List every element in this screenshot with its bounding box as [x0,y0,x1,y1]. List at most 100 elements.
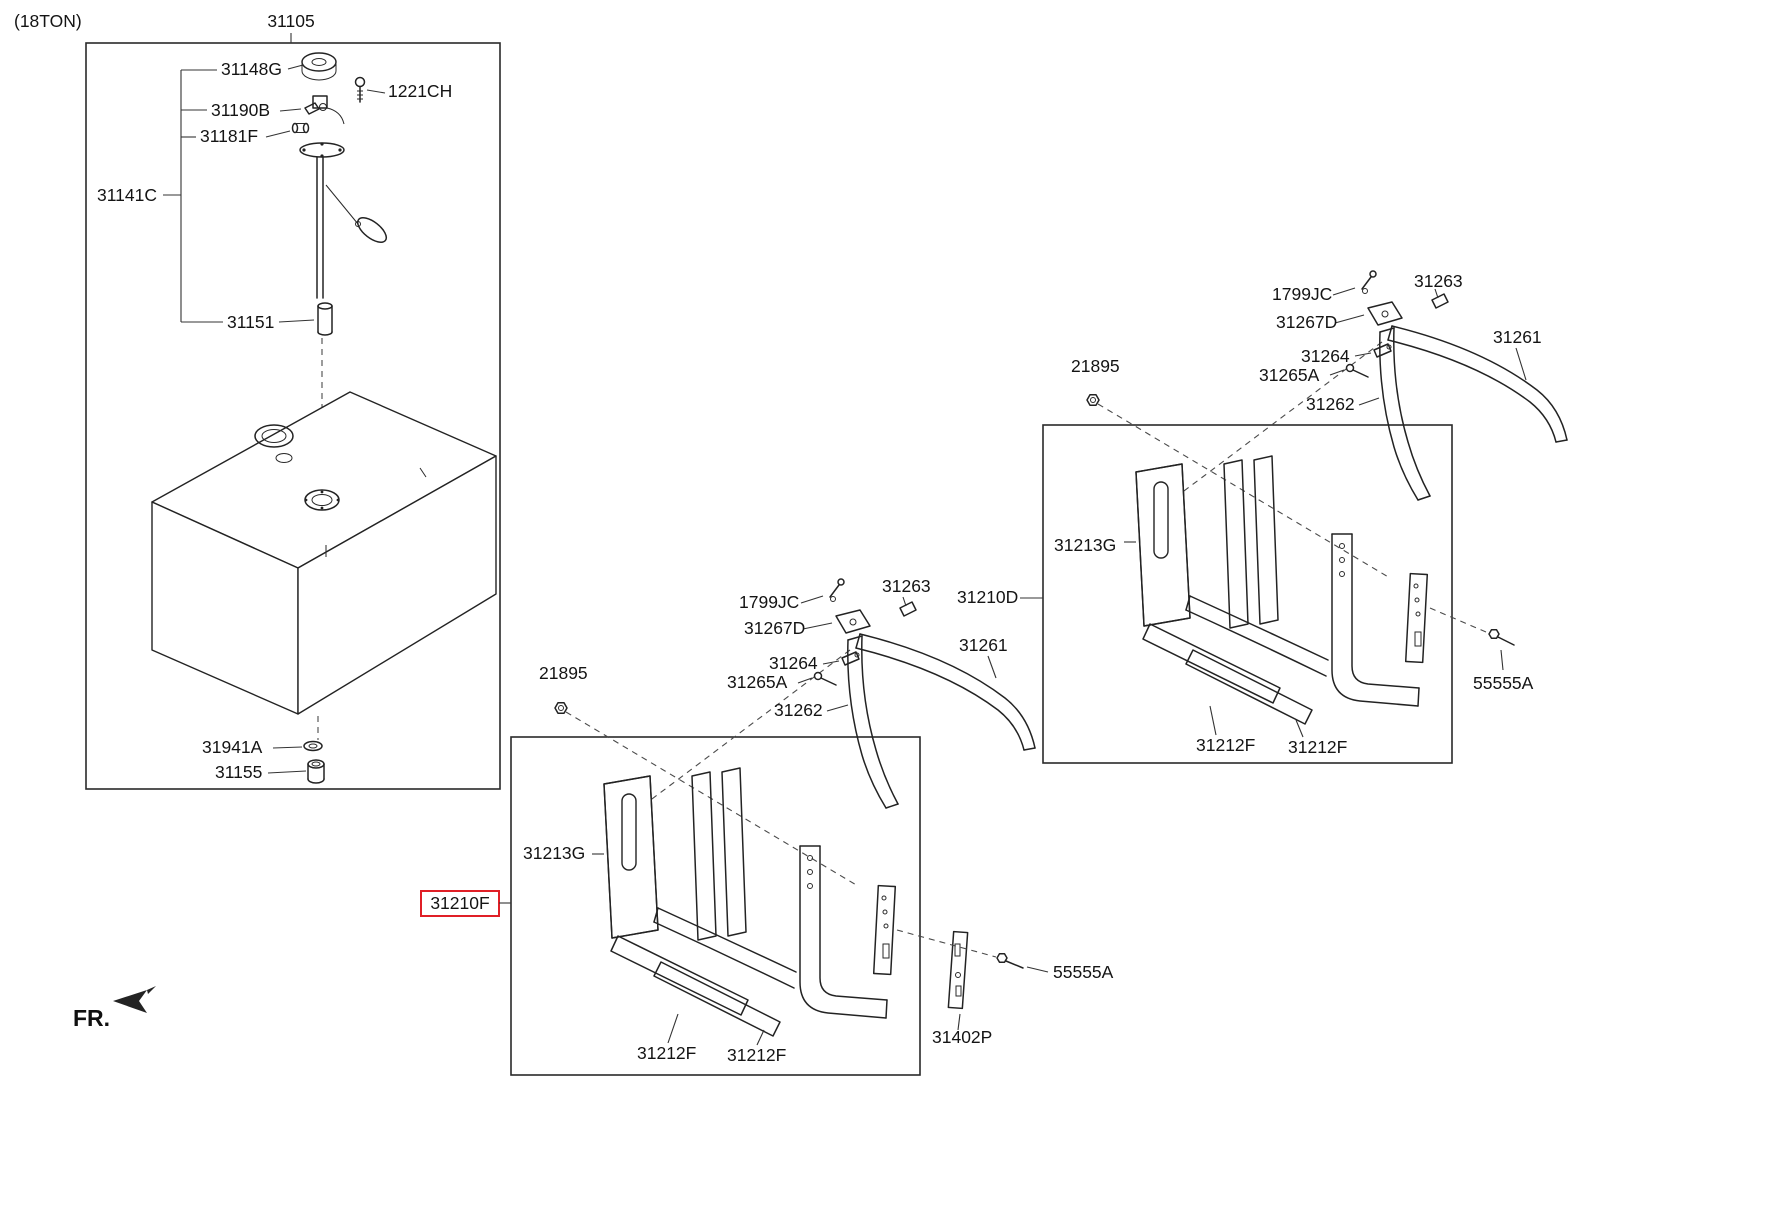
part-label-31155[interactable]: 31155 [215,762,262,782]
leader-55555a-mid [1026,966,1049,973]
leader-31155 [267,770,307,774]
part-label-31212f-mid2[interactable]: 31212F [727,1045,786,1065]
leader-31212f-mid1 [667,1013,679,1044]
leader-31212f-right1 [1209,705,1217,736]
part-label-31181f[interactable]: 31181F [200,126,258,146]
strap-assembly-31210d-group [1020,270,1568,764]
part-label-31213g-mid[interactable]: 31213G [523,843,585,863]
part-label-31262-right[interactable]: 31262 [1306,394,1355,414]
part-label-31210f[interactable]: 31210F [430,893,489,913]
leader-31267d-mid [802,622,833,630]
leader-31267d-right [1334,314,1365,324]
part-label-31190b[interactable]: 31190B [211,100,270,120]
label-bracket-31141c [163,69,223,323]
strap-rear-drawing-mid [691,767,747,941]
bolt-55555a-drawing-mid [996,952,1024,969]
end-bracket-drawing-mid [872,884,897,976]
part-label-31264-right[interactable]: 31264 [1301,346,1350,366]
variant-label: (18TON) [14,11,82,31]
part-label-31941a[interactable]: 31941A [202,737,263,757]
leader-31151 [278,319,315,323]
fuel-sender-drawing [299,95,388,299]
axis-bolt-mid [896,929,997,958]
plug-31155-drawing [307,759,325,784]
part-label-31261-mid[interactable]: 31261 [959,635,1008,655]
part-label-31105[interactable]: 31105 [267,11,314,31]
band-31261-drawing-right [1387,325,1568,443]
leader-31261-mid [987,655,997,679]
part-label-31141c[interactable]: 31141C [97,185,157,205]
part-label-31210d[interactable]: 31210D [957,587,1018,607]
leader-1799jc-right [1332,287,1356,296]
filler-cap-drawing [301,52,337,81]
band-31261-drawing-mid [855,633,1036,751]
leader-31262-right [1358,397,1380,406]
band-31262-drawing-right [1379,327,1431,501]
leader-31190b [279,108,302,112]
leader-31212f-mid2 [756,1029,765,1046]
j-band-drawing-mid [799,845,888,1019]
j-band-drawing-right [1331,533,1420,707]
part-label-31213g-right[interactable]: 31213G [1054,535,1116,555]
leader-31265a-right [1329,369,1345,376]
part-label-31267d-mid[interactable]: 31267D [744,618,805,638]
part-label-31264-mid[interactable]: 31264 [769,653,818,673]
front-direction-label: FR. [73,1005,110,1031]
assembly-frame-31210f [510,736,921,1076]
part-label-31402p[interactable]: 31402P [932,1027,992,1047]
assembly-frame-31105 [85,42,501,790]
leader-55555a-right [1500,649,1504,671]
part-label-31261-right[interactable]: 31261 [1493,327,1542,347]
strap-31213g-drawing-mid [603,775,659,939]
leader-31941a [272,746,303,749]
part-label-21895-mid[interactable]: 21895 [539,663,588,683]
leader-31265a-mid [797,677,813,684]
leader-31148g [287,64,304,70]
part-label-31263-mid[interactable]: 31263 [882,576,931,596]
strap-rear-drawing-right [1223,455,1279,629]
leader-31212f-right2 [1295,719,1304,738]
part-label-31265a-right[interactable]: 31265A [1259,365,1320,385]
axis-bolt-right [1429,607,1487,633]
part-label-1799jc-right[interactable]: 1799JC [1272,284,1332,304]
leader-31181f [265,130,291,138]
part-label-1221ch[interactable]: 1221CH [388,81,452,101]
part-label-31212f-mid1[interactable]: 31212F [637,1043,696,1063]
axis-nut-right [1097,403,1391,579]
pads-31212f-drawing-mid [610,935,781,1037]
part-label-21895-right[interactable]: 21895 [1071,356,1120,376]
part-label-31265a-mid[interactable]: 31265A [727,672,788,692]
end-bracket-drawing-right [1404,572,1429,664]
part-label-31262-mid[interactable]: 31262 [774,700,823,720]
front-arrow-icon [113,990,147,1013]
part-label-55555a-right[interactable]: 55555A [1473,673,1534,693]
washer-31941a-drawing [303,740,323,752]
part-label-31212f-right2[interactable]: 31212F [1288,737,1347,757]
part-label-31267d-right[interactable]: 31267D [1276,312,1337,332]
nut-21895-drawing-right [1086,394,1100,406]
leader-31262-mid [826,704,849,712]
part-label-1799jc-mid[interactable]: 1799JC [739,592,799,612]
plate-31402p-drawing [947,930,969,1010]
hardware-cluster-mid [813,578,917,686]
hardware-cluster-right [1345,270,1449,378]
fuel-tank-drawing [151,391,497,715]
leader-31263-mid [902,596,907,607]
part-label-55555a-mid[interactable]: 55555A [1053,962,1114,982]
fuel-tank-assembly-group [85,33,501,790]
screw-1221ch-drawing [354,76,366,103]
part-label-31151[interactable]: 31151 [227,312,274,332]
nut-21895-drawing-mid [554,702,568,714]
part-label-31263-right[interactable]: 31263 [1414,271,1463,291]
part-label-31212f-right1[interactable]: 31212F [1196,735,1255,755]
axis-nut-mid [565,711,859,887]
strap-31213g-drawing-right [1135,463,1191,627]
leader-31264-right [1354,352,1372,357]
bolt-55555a-drawing-right [1488,628,1515,646]
leader-1221ch [366,89,386,94]
part-label-31148g[interactable]: 31148G [221,59,282,79]
front-direction-marker [113,986,156,1013]
leader-31261-right [1515,347,1527,381]
